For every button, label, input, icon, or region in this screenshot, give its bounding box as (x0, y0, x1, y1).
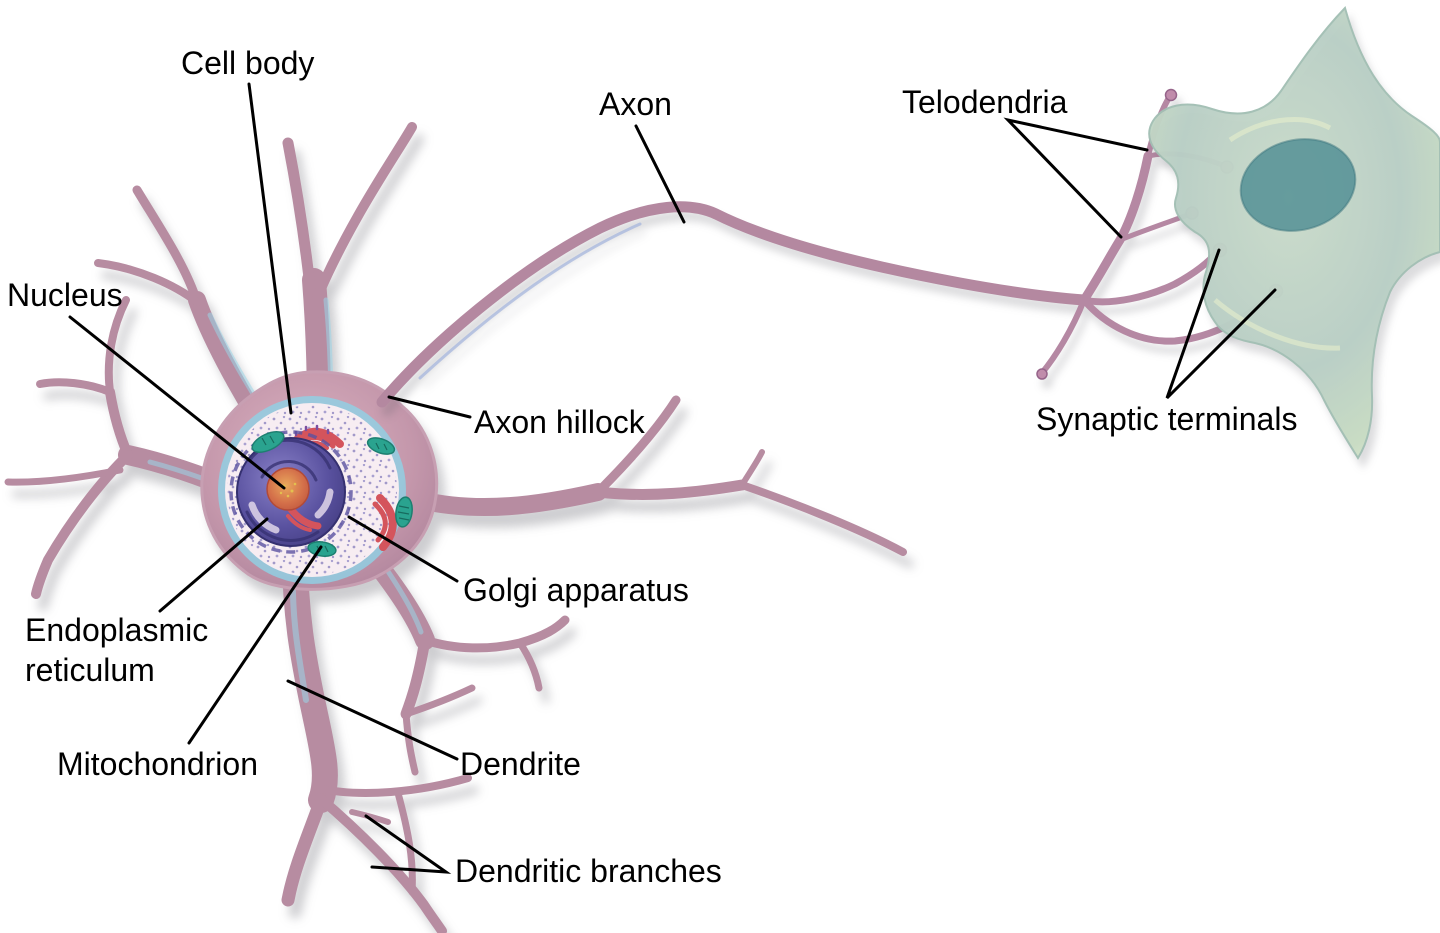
axon-structure (376, 88, 1284, 408)
label-synaptic-terminals: Synaptic terminals (1036, 401, 1298, 437)
leader-golgi (347, 515, 459, 583)
mitochondria (251, 431, 413, 557)
label-mitochondrion: Mitochondrion (57, 746, 258, 782)
leader-axon-hillock (387, 395, 472, 419)
label-telodendria: Telodendria (902, 84, 1068, 120)
nucleus-organelle (229, 430, 353, 554)
nucleolus (266, 467, 310, 511)
label-axon-hillock: Axon hillock (474, 404, 645, 440)
leader-dendrite (286, 679, 459, 761)
target-cell (1148, 6, 1440, 460)
label-cell-body: Cell body (181, 45, 315, 81)
cell-cutaway (218, 396, 413, 584)
target-cell-highlight (1213, 116, 1341, 351)
axon-blue-edge (418, 222, 642, 380)
leader-telodendria (1003, 117, 1149, 239)
neuron-cell (4, 122, 907, 933)
dendrites (4, 122, 907, 933)
leader-mitochondrion (187, 545, 323, 745)
label-nucleus: Nucleus (7, 277, 123, 313)
label-golgi-apparatus: Golgi apparatus (463, 572, 689, 608)
leader-synaptic-terminals (1165, 248, 1277, 400)
nucleolus-speckles (279, 482, 297, 498)
leader-dendritic-branches (364, 814, 452, 874)
leader-endoplasmic-reticulum (158, 517, 269, 613)
leader-nucleus (68, 315, 286, 490)
cutaway-cyan-rim (218, 396, 406, 584)
label-axon: Axon (599, 86, 672, 122)
target-cell-nucleus-rim (1239, 138, 1357, 232)
leader-lines (68, 82, 1277, 874)
leader-cell-body (247, 82, 293, 415)
leader-axon (634, 124, 686, 224)
label-dendrite: Dendrite (460, 746, 581, 782)
endoplasmic-reticulum-organelle (229, 430, 353, 554)
label-endoplasmic-reticulum: Endoplasmic reticulum (25, 612, 209, 689)
target-cell-nucleus (1240, 139, 1356, 231)
axon-fiber (376, 201, 1090, 408)
target-cell-body (1148, 6, 1440, 460)
label-dendritic-branches: Dendritic branches (455, 853, 722, 889)
